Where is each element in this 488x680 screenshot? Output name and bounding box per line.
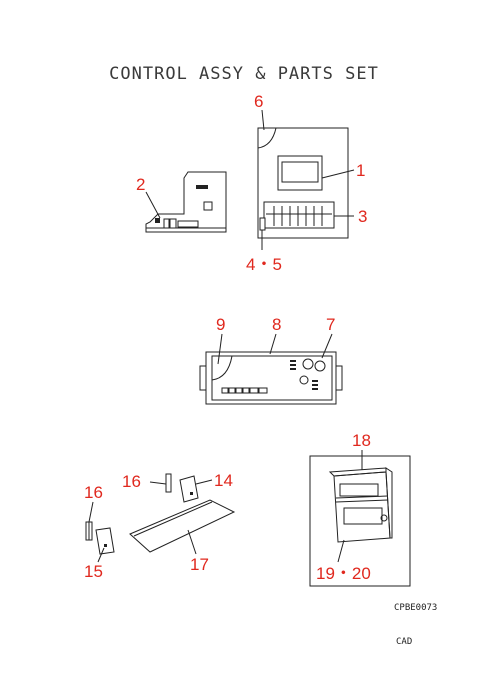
leader-7 <box>321 333 333 359</box>
part-14-plate <box>179 475 199 503</box>
callout-16a: 16 <box>84 483 103 502</box>
leader-19-20 <box>337 539 345 563</box>
leader-16a <box>88 501 94 523</box>
leader-2 <box>145 191 161 219</box>
drawing-code: CPBE0073 <box>394 603 437 613</box>
leader-8 <box>269 333 277 355</box>
callout-19-20: 19・20 <box>316 564 371 583</box>
part-6-main-board <box>257 127 349 239</box>
leader-9 <box>217 333 223 365</box>
remote-frame <box>309 455 411 587</box>
part-15-plate <box>95 527 115 555</box>
callout-16b: 16 <box>122 472 141 491</box>
callout-7: 7 <box>326 315 335 334</box>
leader-14 <box>195 479 213 485</box>
callout-15: 15 <box>84 562 103 581</box>
leader-15 <box>97 547 105 563</box>
callout-18: 18 <box>352 431 371 450</box>
terminal-block <box>266 206 332 226</box>
leader-1 <box>321 169 355 179</box>
callout-4-5: 4・5 <box>246 255 282 274</box>
part-16b-clip <box>165 473 172 493</box>
leader-16b <box>149 481 167 485</box>
cad-label: CAD <box>396 637 412 647</box>
callout-2: 2 <box>136 175 145 194</box>
leader-17 <box>187 529 197 555</box>
callout-17: 17 <box>190 555 209 574</box>
part-17-strip <box>129 499 236 553</box>
callout-9: 9 <box>216 315 225 334</box>
part-16a-clip <box>85 521 93 541</box>
callout-1: 1 <box>356 161 365 180</box>
callout-3: 3 <box>358 207 367 226</box>
callout-14: 14 <box>214 471 233 490</box>
callout-6: 6 <box>254 92 263 111</box>
diagram-title: CONTROL ASSY & PARTS SET <box>109 64 379 84</box>
part-8-control-box <box>199 351 343 405</box>
callout-8: 8 <box>272 315 281 334</box>
part-2-pcb <box>145 171 227 233</box>
part-18-remote-controller <box>328 467 393 543</box>
leader-6 <box>261 109 265 131</box>
